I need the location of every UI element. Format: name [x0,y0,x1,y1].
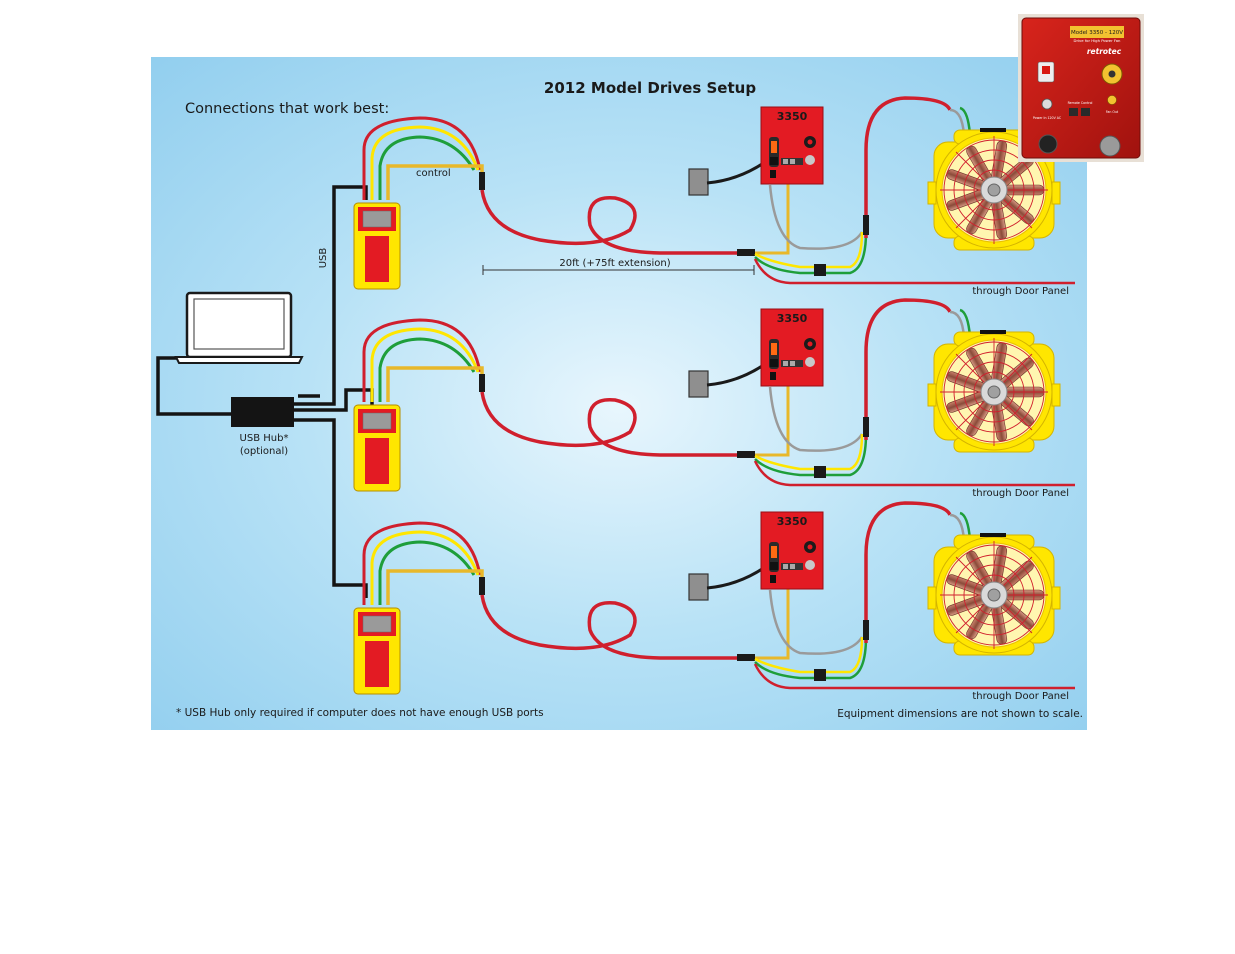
drive-2-model: 3350 [777,312,808,325]
drive-1-model: 3350 [777,110,808,123]
usb-hub-note: (optional) [240,446,288,457]
photo-model-text: Model 3350 - 120V [1071,30,1123,36]
diagram-title: 2012 Model Drives Setup [544,79,756,97]
control-cable-label: control [416,168,451,179]
photo-sub-text: Drive for High Power Fan [1074,38,1122,43]
door-panel-label-2: through Door Panel [972,488,1069,499]
extension-dimension [482,265,755,275]
diagram-subtitle: Connections that work best: [185,101,389,117]
laptop-icon [174,291,304,364]
photo-label-left: Power In 120V AC [1033,116,1062,120]
usb-cable-label: USB [318,248,329,269]
usb-hub-icon [231,397,294,427]
drive-3-model: 3350 [777,515,808,528]
photo-label-right: Fan Out [1106,110,1119,114]
footnote-left: * USB Hub only required if computer does… [176,707,544,719]
photo-label-mid: Remote Control [1068,101,1093,105]
door-panel-label-3: through Door Panel [972,691,1069,702]
extension-label: 20ft (+75ft extension) [559,258,670,269]
photo-brand-text: retrotec [1087,47,1122,56]
usb-hub-label: USB Hub* [240,433,289,444]
usb-cabling [156,185,374,598]
door-panel-label-1: through Door Panel [972,286,1069,297]
drive-product-photo: Model 3350 - 120V Drive for High Power F… [1018,14,1144,162]
footnote-right: Equipment dimensions are not shown to sc… [837,708,1083,720]
